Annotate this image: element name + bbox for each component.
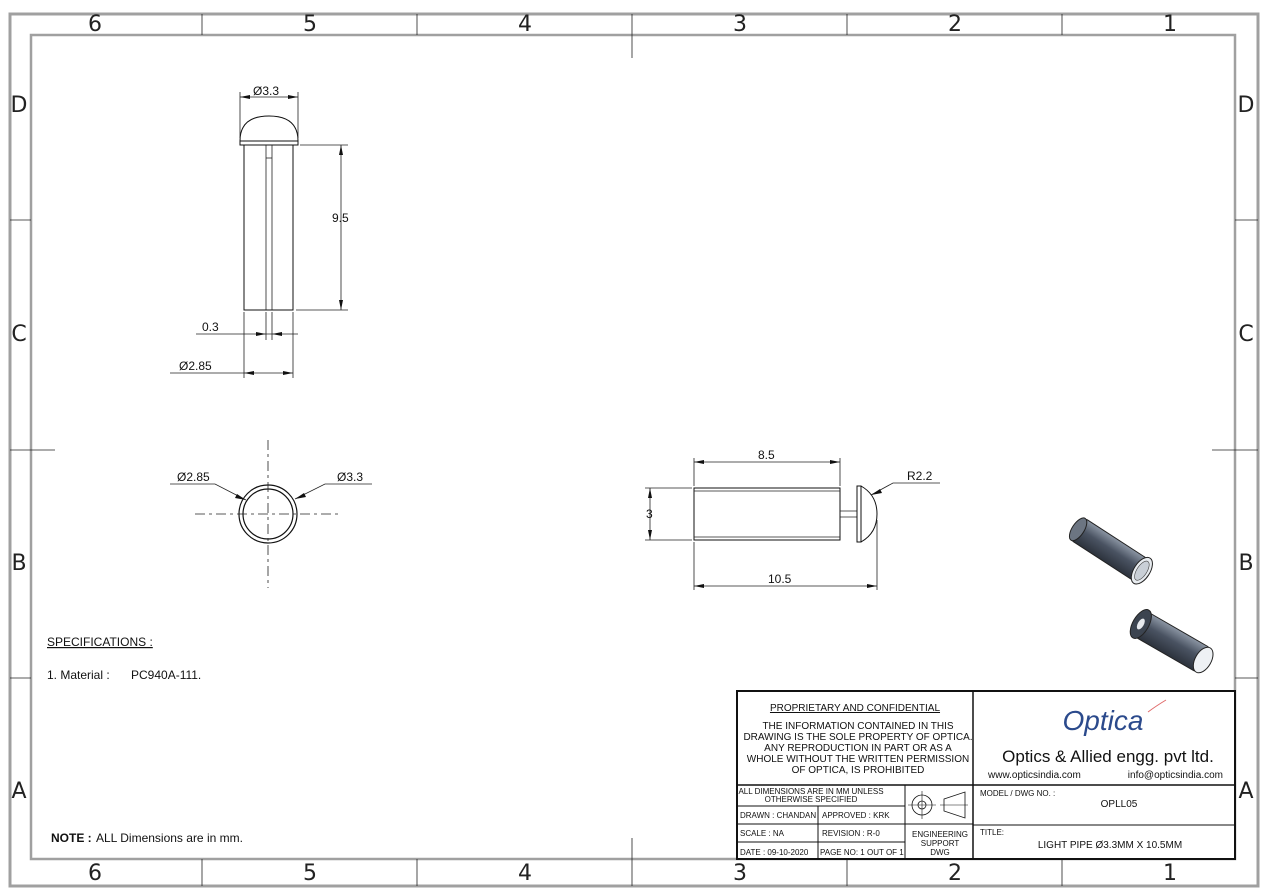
- iso-render-2: [1129, 609, 1214, 674]
- side-body: [693, 487, 841, 541]
- zone-row-right-B: B: [1238, 551, 1253, 576]
- eng-support-1: ENGINEERING: [912, 830, 968, 839]
- drawn-by: DRAWN : CHANDAN: [740, 811, 816, 820]
- zone-col-top-4: 4: [518, 12, 532, 37]
- dim-top-diameter: Ø3.3: [253, 84, 279, 98]
- material-label: 1. Material :: [47, 668, 110, 682]
- confidential-heading: PROPRIETARY AND CONFIDENTIAL: [770, 703, 940, 714]
- end-view: [170, 440, 372, 588]
- side-view: [645, 458, 940, 590]
- company-website: www.opticsindia.com: [987, 770, 1081, 781]
- confidential-line-4: WHOLE WITHOUT THE WRITTEN PERMISSION: [747, 754, 969, 765]
- zone-row-left-A: A: [11, 779, 26, 804]
- scale: SCALE : NA: [740, 829, 785, 838]
- title-block: [736, 690, 1236, 860]
- zone-col-top-5: 5: [303, 12, 317, 37]
- dim-side-total-length: 10.5: [768, 572, 792, 586]
- zone-col-bottom-5: 5: [303, 861, 317, 886]
- zone-row-right-C: C: [1238, 322, 1253, 347]
- note-text: ALL Dimensions are in mm.: [96, 831, 243, 845]
- confidential-line-3: ANY REPRODUCTION IN PART OR AS A: [764, 743, 952, 754]
- company-name: Optics & Allied engg. pvt ltd.: [1002, 747, 1214, 766]
- dim-length-9-5: 9.5: [332, 211, 349, 225]
- side-flange: [856, 485, 862, 543]
- front-view: [170, 92, 348, 378]
- page-number: PAGE NO: 1 OUT OF 1: [820, 848, 904, 857]
- confidential-line-5: OF OPTICA, IS PROHIBITED: [792, 765, 925, 776]
- approved-by: APPROVED : KRK: [822, 811, 890, 820]
- zone-col-bottom-4: 4: [518, 861, 532, 886]
- zone-col-bottom-6: 6: [88, 861, 102, 886]
- units-note-2: OTHERWISE SPECIFIED: [765, 795, 858, 804]
- title-value: LIGHT PIPE Ø3.3MM X 10.5MM: [1038, 840, 1182, 851]
- dim-side-radius: R2.2: [907, 469, 933, 483]
- confidential-line-1: THE INFORMATION CONTAINED IN THIS: [762, 721, 953, 732]
- logo-swoosh-icon: [1147, 699, 1167, 713]
- front-body: [243, 144, 294, 311]
- front-flange: [239, 140, 299, 146]
- revision: REVISION : R-0: [822, 829, 880, 838]
- dim-side-body-length: 8.5: [758, 448, 775, 462]
- zone-col-bottom-2: 2: [948, 861, 962, 886]
- zone-col-top-1: 1: [1163, 12, 1177, 37]
- specifications-heading: SPECIFICATIONS :: [47, 635, 153, 649]
- zone-row-left-C: C: [11, 322, 26, 347]
- zone-row-left-D: D: [11, 93, 28, 118]
- model-label: MODEL / DWG NO. :: [980, 789, 1055, 798]
- zone-col-bottom-1: 1: [1163, 861, 1177, 886]
- dim-body-diameter: Ø2.85: [179, 359, 212, 373]
- company-email: info@opticsindia.com: [1128, 770, 1223, 781]
- eng-support-3: DWG: [930, 848, 950, 857]
- zone-col-top-2: 2: [948, 12, 962, 37]
- zone-ticks: [10, 14, 1258, 886]
- inner-border: [29, 33, 1237, 861]
- units-note-1: ALL DIMENSIONS ARE IN MM UNLESS: [738, 787, 883, 796]
- zone-row-right-D: D: [1238, 93, 1255, 118]
- zone-row-left-B: B: [11, 551, 26, 576]
- dim-side-height: 3: [646, 507, 653, 521]
- note-label: NOTE :: [51, 831, 92, 845]
- material-value: PC940A-111.: [131, 668, 201, 682]
- side-dome: [860, 485, 878, 543]
- dim-end-inner: Ø2.85: [177, 470, 210, 484]
- iso-render-1: [1068, 517, 1153, 585]
- eng-support-2: SUPPORT: [921, 839, 960, 848]
- zone-col-bottom-3: 3: [733, 861, 747, 886]
- title-label: TITLE:: [980, 828, 1004, 837]
- date: DATE : 09-10-2020: [740, 848, 809, 857]
- dim-slot-width: 0.3: [202, 320, 219, 334]
- zone-col-top-3: 3: [733, 12, 747, 37]
- confidential-line-2: DRAWING IS THE SOLE PROPERTY OF OPTICA.: [743, 732, 972, 743]
- zone-row-right-A: A: [1238, 779, 1253, 804]
- optica-logo: Optica: [1063, 705, 1144, 736]
- zone-col-top-6: 6: [88, 12, 102, 37]
- model-value: OPLL05: [1101, 799, 1138, 810]
- dim-end-outer: Ø3.3: [337, 470, 363, 484]
- front-dome: [239, 115, 299, 142]
